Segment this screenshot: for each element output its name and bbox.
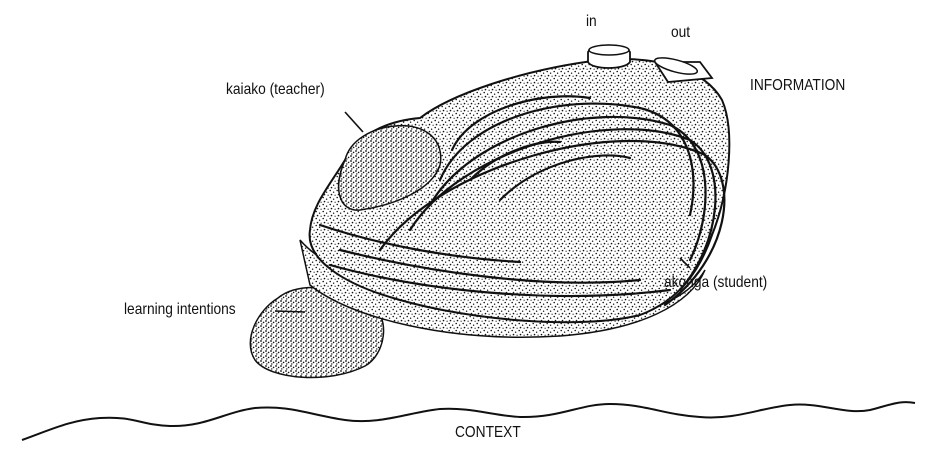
label-out: out [671, 25, 690, 41]
label-context: CONTEXT [455, 425, 521, 441]
label-student: akonga (student) [664, 275, 767, 291]
label-teacher: kaiako (teacher) [226, 82, 325, 98]
siphon-in [588, 45, 630, 68]
teacher-leader [345, 112, 363, 132]
learning-leader [275, 311, 305, 312]
label-learning-intentions: learning intentions [124, 302, 236, 318]
label-in: in [586, 14, 597, 30]
label-information: INFORMATION [750, 78, 845, 94]
